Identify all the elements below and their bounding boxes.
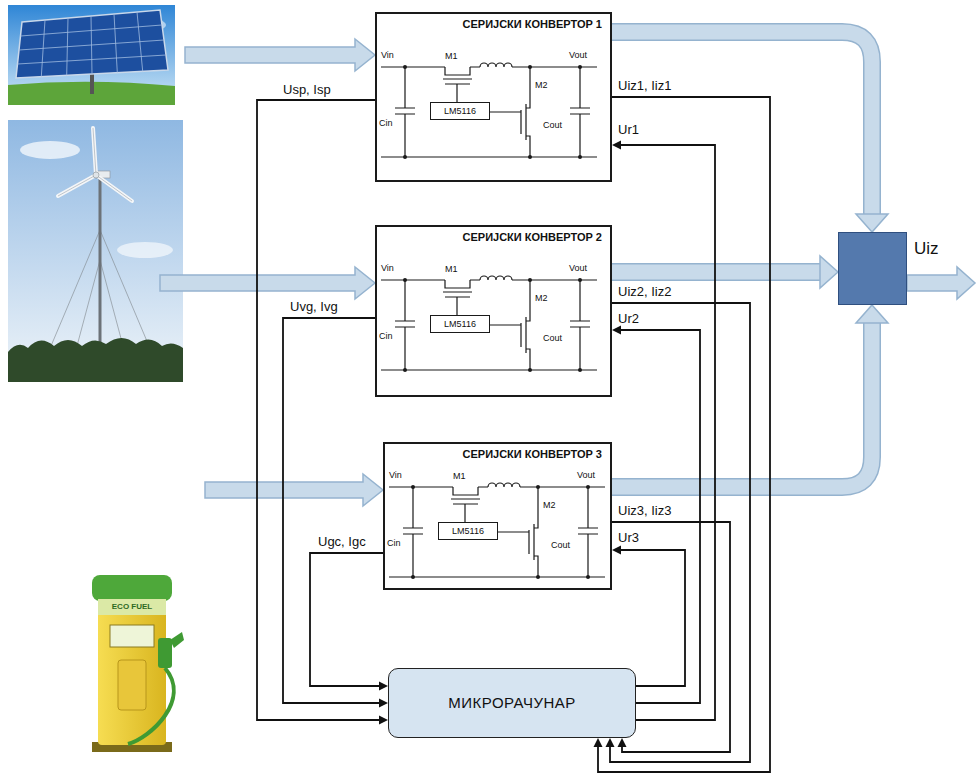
- component-label: Vin: [381, 50, 394, 61]
- component-label: Vout: [569, 50, 587, 61]
- signal-label: Uvg, Ivg: [290, 299, 338, 314]
- converter-circuit-schematics: [381, 63, 605, 579]
- component-label: Cin: [387, 538, 401, 549]
- power-flow-arrow: [612, 256, 838, 288]
- component-label: M2: [535, 80, 548, 91]
- signal-line: [612, 141, 715, 721]
- component-label: Cout: [543, 120, 562, 131]
- component-label: M1: [453, 471, 466, 482]
- signal-label: Uiz3, Iiz3: [618, 503, 671, 518]
- signal-line: [310, 553, 388, 691]
- component-label: M1: [445, 264, 458, 275]
- component-label: Cout: [551, 540, 570, 551]
- node-text: МИКРОРАЧУНАР: [448, 694, 576, 712]
- node-text: LM5116: [444, 319, 476, 330]
- node-text: СЕРИЈСКИ КОНВЕРТОР 3: [463, 447, 602, 461]
- signal-line: [612, 326, 700, 704]
- converter-box: СЕРИЈСКИ КОНВЕРТОР 2 LM5116 Vin VoutCin M1M2…: [375, 225, 612, 397]
- converter-box: СЕРИЈСКИ КОНВЕРТОР 3 LM5116 Vin VoutCin M1M2…: [383, 442, 612, 590]
- node-text: LM5116: [444, 106, 476, 117]
- component-label: Cin: [379, 118, 393, 129]
- signal-label: Ur2: [618, 311, 639, 326]
- power-flow-arrow: [612, 32, 888, 232]
- solar-panel-picture: [8, 5, 175, 105]
- signal-label: Ur3: [618, 530, 639, 545]
- component-label: M2: [543, 500, 556, 511]
- signal-label: Ugc, Igc: [318, 534, 366, 549]
- component-label: Vout: [577, 470, 595, 481]
- signal-line: [283, 318, 388, 708]
- node-text: Uiz: [914, 239, 939, 259]
- signal-label: Usp, Isp: [283, 82, 331, 97]
- microcomputer-box: МИКРОРАЧУНАР: [388, 668, 636, 738]
- signal-label: Uiz2, Iiz2: [618, 284, 671, 299]
- signal-label: Ur1: [618, 122, 639, 137]
- node-text: LM5116: [452, 526, 484, 537]
- signal-line: [612, 546, 685, 687]
- component-label: Vin: [389, 470, 402, 481]
- signal-line: [257, 100, 388, 725]
- converter-box: СЕРИЈСКИ КОНВЕРТОР 1 LM5116 Vin VoutCin M1M2…: [375, 12, 612, 182]
- controller-chip: LM5116: [430, 315, 490, 333]
- component-label: M2: [535, 293, 548, 304]
- wind-turbine-picture: [8, 120, 183, 382]
- controller-chip: LM5116: [430, 102, 490, 120]
- node-text: СЕРИЈСКИ КОНВЕРТОР 1: [463, 17, 602, 31]
- component-label: Cout: [543, 333, 562, 344]
- fuel-pump-picture: [92, 575, 184, 752]
- pump-lettering: ECO FUEL: [98, 601, 166, 613]
- controller-chip: LM5116: [438, 522, 498, 540]
- signal-label: Uiz1, Iiz1: [618, 78, 671, 93]
- component-label: Vin: [381, 263, 394, 274]
- component-label: M1: [445, 51, 458, 62]
- component-label: Cin: [379, 331, 393, 342]
- combiner-block: Uiz: [838, 232, 907, 305]
- component-label: Vout: [569, 263, 587, 274]
- node-text: СЕРИЈСКИ КОНВЕРТОР 2: [463, 230, 602, 244]
